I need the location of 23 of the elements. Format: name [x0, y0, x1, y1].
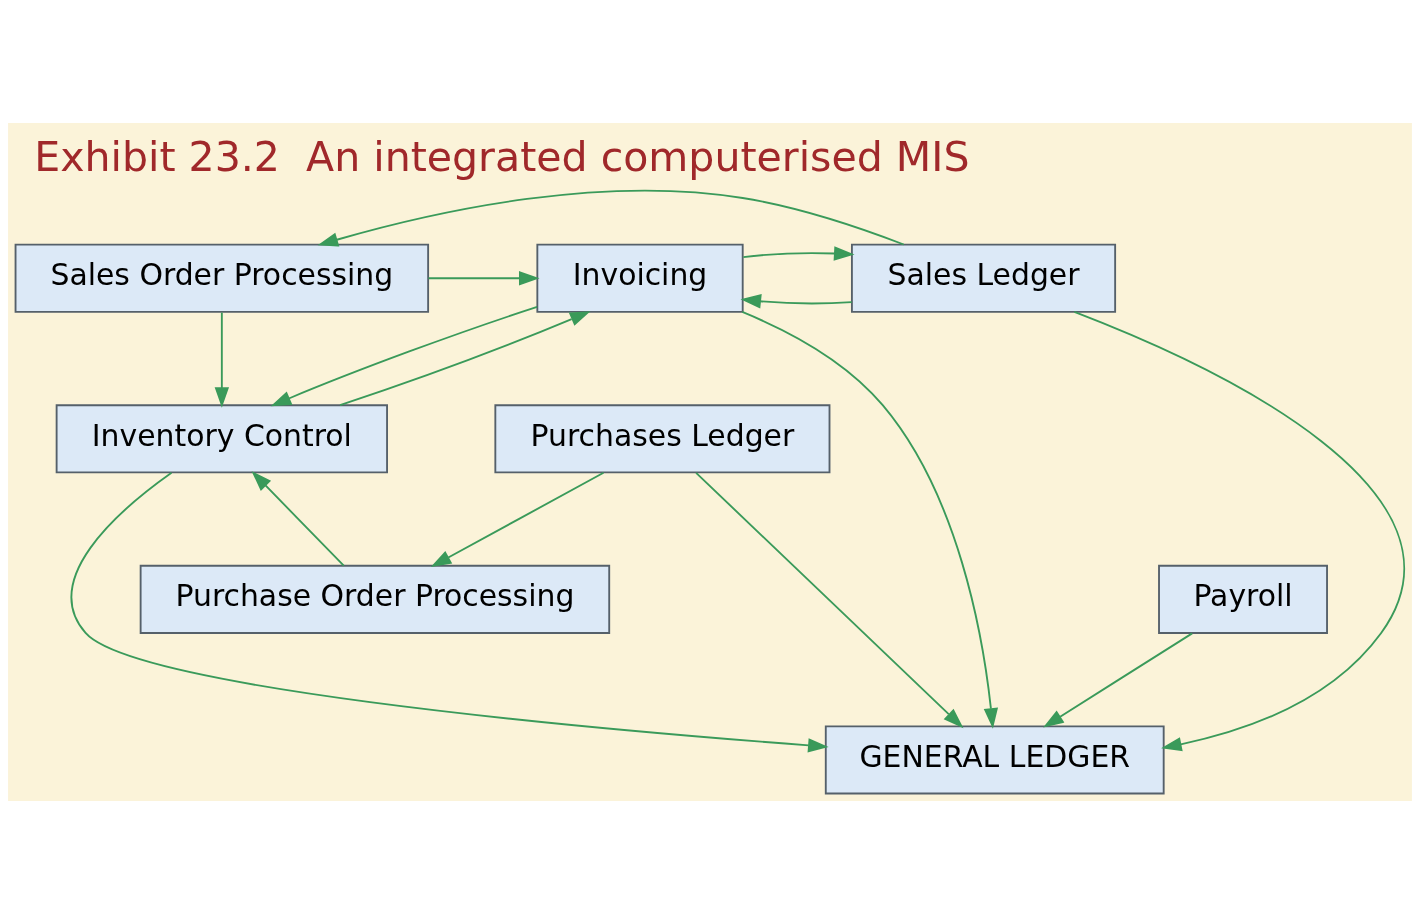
arrow [430, 471, 605, 567]
arrow [740, 293, 853, 308]
node-box: Sales Order Processing [14, 243, 430, 313]
arrow [1043, 631, 1194, 727]
node-box: Purchases Ledger [494, 403, 831, 473]
arrow [741, 310, 999, 729]
node-box: GENERAL LEDGER [824, 724, 1165, 794]
node-box: Payroll [1158, 564, 1328, 634]
arrow [695, 471, 964, 728]
node-box: Invoicing [536, 243, 744, 313]
node-box: Sales Ledger [850, 243, 1117, 313]
arrow [1073, 310, 1405, 751]
arrow [742, 245, 855, 261]
arrow [339, 310, 591, 406]
node-box: Inventory Control [55, 403, 388, 473]
arrow [70, 471, 829, 753]
arrow [214, 311, 230, 408]
node-box: Purchase Order Processing [139, 564, 611, 634]
arrow [317, 189, 905, 246]
arrow [270, 305, 539, 406]
arrow [427, 270, 540, 285]
diagram-title: Exhibit 23.2 An integrated computerised MIS [34, 132, 970, 181]
arrow [251, 470, 345, 566]
